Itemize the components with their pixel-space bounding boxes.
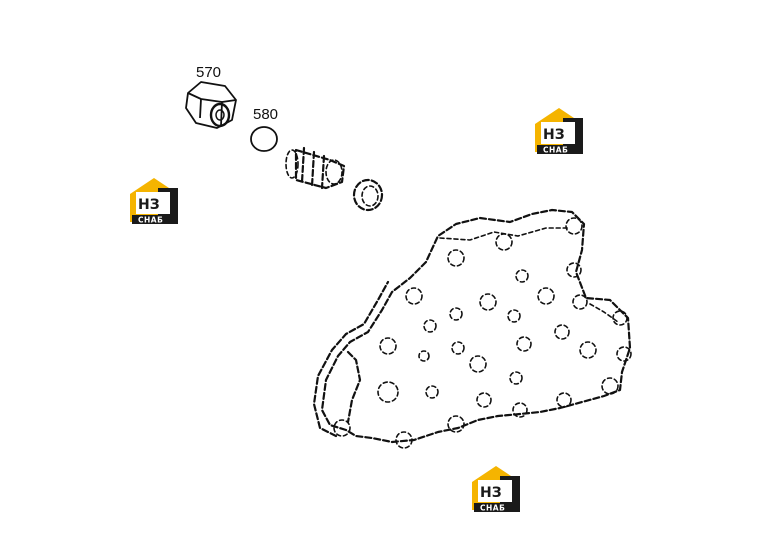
callout-580: 580: [253, 106, 278, 123]
seal-ring-part: [352, 178, 384, 212]
valve-body-plate: [312, 208, 632, 449]
logo-subtext: СНАБ: [480, 504, 505, 513]
logo-subtext: СНАБ: [138, 216, 163, 225]
threaded-fitting-part: [285, 146, 346, 190]
brand-logo-watermark: НЗ СНАБ: [535, 108, 583, 155]
hex-nut-part: [185, 81, 237, 129]
callout-570: 570: [196, 64, 221, 81]
brand-logo-watermark: НЗ СНАБ: [130, 178, 178, 225]
logo-mark-text: НЗ: [543, 127, 565, 143]
logo-subtext: СНАБ: [543, 146, 568, 155]
logo-mark-text: НЗ: [138, 197, 160, 213]
o-ring-part: [250, 126, 278, 152]
brand-logo-watermark: НЗ СНАБ: [472, 466, 520, 513]
logo-mark-text: НЗ: [480, 485, 502, 501]
